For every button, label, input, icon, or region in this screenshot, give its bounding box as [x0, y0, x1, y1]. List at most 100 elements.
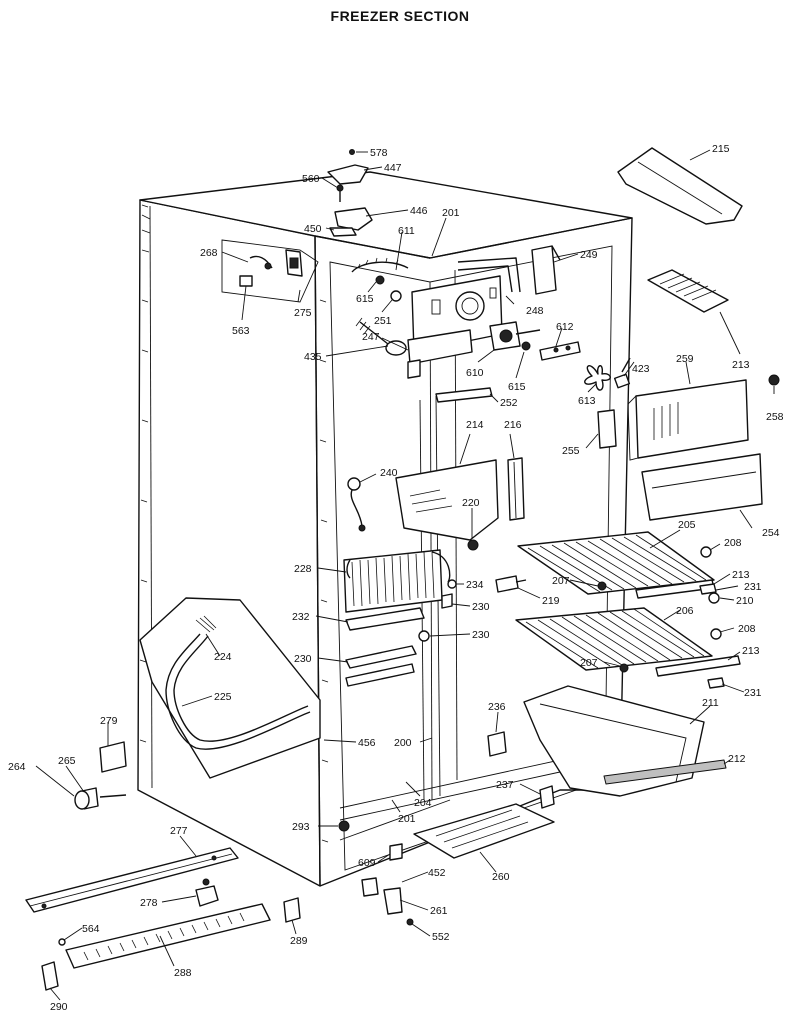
callout-288: 288 [174, 967, 192, 979]
callout-452: 452 [428, 867, 446, 879]
callout-labels: 578 447 560 446 450 201 611 249 215 268 … [8, 143, 784, 1013]
callout-232: 232 [292, 611, 310, 623]
callout-213c: 213 [742, 645, 760, 657]
callout-205: 205 [678, 519, 696, 531]
callout-560: 560 [302, 173, 320, 185]
callout-210: 210 [736, 595, 754, 607]
callout-615: 615 [356, 293, 374, 305]
clip-207-a [597, 581, 607, 591]
callout-447: 447 [384, 162, 402, 174]
wire-shelf-205 [517, 531, 715, 595]
part-231-a [699, 583, 717, 595]
callout-248: 248 [526, 305, 544, 317]
callout-435: 435 [304, 351, 322, 363]
callout-240: 240 [380, 467, 398, 479]
callout-204: 204 [414, 797, 432, 809]
callout-277: 277 [170, 825, 188, 837]
fan-blade-and-light [584, 357, 631, 391]
callout-611: 611 [398, 225, 415, 237]
evaporator-cover-214 [395, 459, 499, 551]
cabinet-body [137, 171, 633, 887]
wire-shelf-206 [515, 607, 713, 671]
part-289 [283, 897, 301, 923]
top-fittings [327, 149, 373, 237]
callout-615b: 615 [508, 381, 526, 393]
callout-228: 228 [294, 563, 312, 575]
callout-215: 215 [712, 143, 730, 155]
callout-231: 231 [744, 581, 762, 593]
callout-612: 612 [556, 321, 574, 333]
leader-lines [35, 149, 775, 1001]
thermostat-240 [347, 477, 366, 532]
part-452 [361, 877, 379, 897]
bracket-279 [99, 741, 127, 773]
part-609 [389, 843, 403, 861]
part-216-channel [507, 457, 525, 521]
part-236 [487, 731, 507, 757]
part-261 [383, 887, 403, 915]
part-290 [41, 961, 59, 991]
part-230-strip-b [345, 663, 415, 687]
part-230-strip-a [345, 645, 417, 669]
callout-578: 578 [370, 147, 388, 159]
support-208-b [710, 628, 722, 640]
ice-tray-213 [647, 269, 729, 313]
trim-213-b [655, 655, 741, 677]
callout-213: 213 [732, 359, 750, 371]
callout-214: 214 [466, 419, 484, 431]
part-231-b [707, 677, 725, 689]
callout-230: 230 [472, 601, 490, 613]
callout-259: 259 [676, 353, 694, 365]
bin-211 [523, 685, 727, 797]
callout-275: 275 [294, 307, 312, 319]
door-bin-215 [617, 147, 743, 225]
callout-219: 219 [542, 595, 560, 607]
callout-279: 279 [100, 715, 118, 727]
callout-216: 216 [504, 419, 522, 431]
condenser-tube-panel [139, 597, 321, 779]
callout-456: 456 [358, 737, 376, 749]
roller-264-265 [74, 787, 127, 810]
callout-268: 268 [200, 247, 218, 259]
callout-613: 613 [578, 395, 596, 407]
callout-208b: 208 [738, 623, 756, 635]
evaporator-fan-assembly [351, 245, 581, 379]
support-208-a [700, 546, 712, 558]
callout-201: 201 [442, 207, 460, 219]
callout-290: 290 [50, 1001, 68, 1013]
callout-224: 224 [214, 651, 232, 663]
callout-234: 234 [466, 579, 484, 591]
callout-211: 211 [702, 697, 719, 709]
callout-293: 293 [292, 821, 310, 833]
ice-rack-259 [627, 379, 749, 461]
callout-423: 423 [632, 363, 650, 375]
callout-252: 252 [500, 397, 518, 409]
callout-564: 564 [82, 923, 100, 935]
page-title: FREEZER SECTION [330, 8, 470, 24]
callout-236: 236 [488, 701, 506, 713]
callout-278: 278 [140, 897, 158, 909]
part-293 [338, 820, 350, 832]
callout-446: 446 [410, 205, 428, 217]
part-552 [406, 918, 414, 926]
callout-247: 247 [362, 331, 380, 343]
clip-207-b [619, 663, 629, 673]
callout-254: 254 [762, 527, 780, 539]
callout-231b: 231 [744, 687, 762, 699]
knob-258 [768, 374, 780, 386]
callout-450: 450 [304, 223, 322, 235]
callout-255: 255 [562, 445, 580, 457]
part-564 [58, 938, 66, 946]
callout-249: 249 [580, 249, 598, 261]
callout-609: 609 [358, 857, 376, 869]
callout-212: 212 [728, 753, 746, 765]
callout-563: 563 [232, 325, 250, 337]
control-bracket [221, 239, 319, 303]
callout-207: 207 [552, 575, 570, 587]
callout-265: 265 [58, 755, 76, 767]
part-278 [195, 885, 219, 907]
callout-251: 251 [374, 315, 392, 327]
panel-254 [641, 453, 763, 521]
callout-230b: 230 [472, 629, 490, 641]
